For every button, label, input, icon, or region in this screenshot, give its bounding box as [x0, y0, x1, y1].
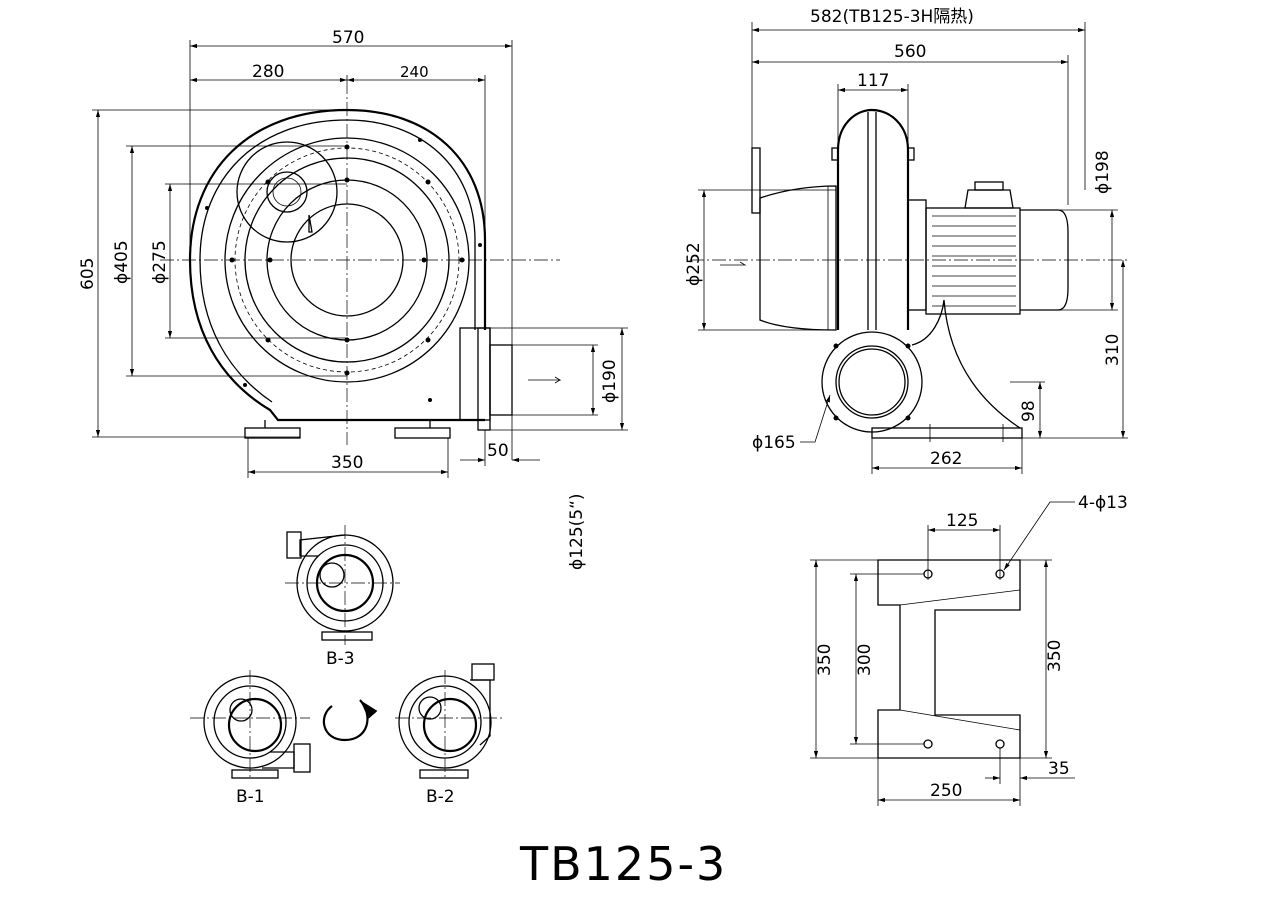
dim-holes: 4-ϕ13	[1078, 493, 1128, 513]
dim-outlet-pipe: ϕ125(5“)	[567, 493, 587, 570]
side-view: 582(TB125-3H隔热) 560 117 ϕ198 ϕ252 ϕ165 2…	[684, 7, 1130, 474]
base-plan-view: 125 4-ϕ13 350 300 350 35 250	[810, 493, 1128, 806]
label-b1: B-1	[236, 787, 265, 807]
dim-center-height: 310	[1103, 334, 1123, 366]
dim-base-height: 98	[1019, 400, 1039, 422]
dim-outlet-offset: 50	[487, 441, 509, 461]
model-title: TB125-3	[519, 837, 727, 891]
dim-hole-depth: 300	[855, 644, 875, 676]
dim-base-width: 350	[331, 453, 363, 473]
dim-base-length: 262	[930, 449, 962, 469]
motor-fins	[932, 215, 1016, 307]
dim-insulated-length: 582(TB125-3H隔热)	[810, 7, 974, 27]
dim-right-width: 240	[400, 63, 429, 81]
dim-outer-dia: ϕ405	[112, 240, 132, 284]
front-view: 570 280 240 605 ϕ405 ϕ275 350 50 ϕ190 ϕ1…	[78, 28, 628, 570]
dim-hole-spacing: 125	[946, 511, 978, 531]
dim-overall-width: 570	[332, 28, 364, 48]
dim-outlet-dia-side: ϕ165	[752, 433, 796, 453]
label-b2: B-2	[426, 787, 455, 807]
dim-right-depth: 350	[1045, 640, 1065, 672]
label-b3: B-3	[326, 649, 355, 669]
dim-height: 605	[78, 258, 98, 290]
rotation-arrow	[322, 699, 378, 742]
orientation-b3: B-3	[285, 525, 400, 669]
orientation-b2: B-2	[395, 663, 505, 807]
orientation-b1: B-1	[190, 670, 311, 807]
dim-left-width: 280	[252, 62, 284, 82]
dim-motor-dia: ϕ198	[1093, 150, 1113, 194]
dim-housing-width: 117	[857, 71, 889, 91]
dim-inner-dia: ϕ275	[150, 240, 170, 284]
dim-outlet-dia: ϕ190	[600, 359, 620, 403]
dim-edge-offset: 35	[1048, 759, 1070, 779]
dim-width: 250	[930, 781, 962, 801]
dim-overall-depth: 350	[815, 644, 835, 676]
dim-length: 560	[894, 42, 926, 62]
dim-inlet-dia: ϕ252	[684, 242, 704, 286]
